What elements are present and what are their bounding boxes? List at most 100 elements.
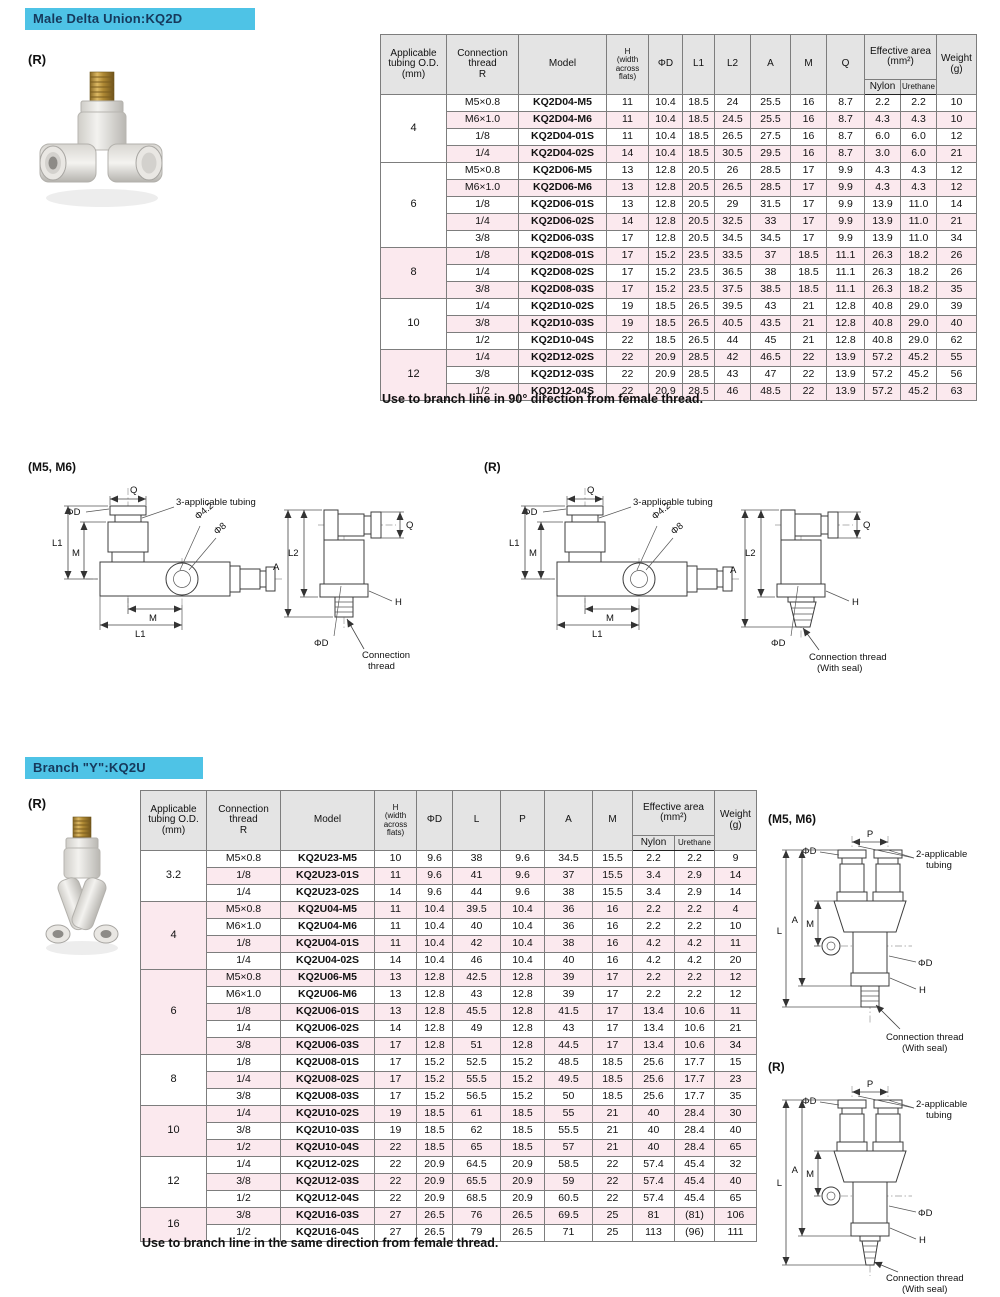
thread-value: 1/2 xyxy=(206,1139,281,1157)
variant-label-r-kq2u: (R) xyxy=(28,796,47,811)
dim-value: 57 xyxy=(544,1139,593,1157)
dim-value: 34.5 xyxy=(714,230,751,248)
model-value: KQ2D12-04S xyxy=(518,383,607,401)
model-value: KQ2D08-01S xyxy=(518,247,607,265)
kq2d-r-diagram: Q 3-applicable tubing ΦD L1 M Φ8 Φ4.2 M … xyxy=(509,485,887,674)
dim-value: 20.9 xyxy=(500,1156,545,1174)
dim-value: 18.5 xyxy=(648,332,683,350)
brass-thread xyxy=(72,816,92,840)
dim-value: 10.4 xyxy=(500,935,545,953)
dim-value: 18.5 xyxy=(790,264,827,282)
thread-value: 1/4 xyxy=(206,1071,281,1089)
dim-value: 29 xyxy=(714,196,751,214)
dim-value: 11.0 xyxy=(900,213,937,231)
dim-value: 8.7 xyxy=(826,111,865,129)
dim-value: 21 xyxy=(790,332,827,350)
thread-value: 1/2 xyxy=(446,332,519,350)
dim-value: 2.2 xyxy=(632,850,675,868)
dim-value: 30.5 xyxy=(714,145,751,163)
dim-value: 12.8 xyxy=(500,986,545,1004)
dim-value: 40 xyxy=(632,1105,675,1123)
dim-value: 22 xyxy=(374,1156,417,1174)
dim-value: 24 xyxy=(714,94,751,112)
dim-value: 37 xyxy=(750,247,791,265)
tubing-od-value: 8 xyxy=(140,1054,207,1106)
dim-value: 40.8 xyxy=(864,315,901,333)
dim-value: 13.4 xyxy=(632,1020,675,1038)
dim-value: 18.5 xyxy=(416,1139,453,1157)
col-header-weight: Weight (g) xyxy=(936,34,977,95)
model-value: KQ2D04-01S xyxy=(518,128,607,146)
dim-value: 45.2 xyxy=(900,383,937,401)
dim-value: 12.8 xyxy=(500,1020,545,1038)
dim-value: 28.4 xyxy=(674,1122,715,1140)
col-header-effective-area: Effective area (mm²) xyxy=(864,34,937,80)
thread-value: M6×1.0 xyxy=(206,918,281,936)
dim-value: 9.6 xyxy=(416,850,453,868)
dim-label-m-bottom: M xyxy=(149,613,157,624)
dim-value: 55.5 xyxy=(452,1071,501,1089)
dim-label-phid-side: ΦD xyxy=(314,638,329,649)
thread-value: 1/8 xyxy=(206,867,281,885)
tubing-od-value: 10 xyxy=(140,1105,207,1157)
dim-value: 32.5 xyxy=(714,213,751,231)
dim-value: 14 xyxy=(606,145,649,163)
dim-value: 10.4 xyxy=(648,145,683,163)
dim-value: 33 xyxy=(750,213,791,231)
dim-value: 26.5 xyxy=(416,1207,453,1225)
tubing-od-value: 4 xyxy=(380,94,447,163)
dim-value: 18.5 xyxy=(648,315,683,333)
dim-value: 12.8 xyxy=(416,969,453,987)
dim-value: 28.5 xyxy=(750,179,791,197)
dim-value: 69.5 xyxy=(544,1207,593,1225)
dim-value: 57.2 xyxy=(864,383,901,401)
dim-label-p: P xyxy=(867,829,873,840)
dimensions: P ΦD 2-applicable tubing M A L ΦD H Conn… xyxy=(777,829,968,1054)
dim-value: 68.5 xyxy=(452,1190,501,1208)
callout-connection-thread-1: Connection xyxy=(362,650,410,661)
dim-value: 50 xyxy=(544,1088,593,1106)
dim-value: 2.2 xyxy=(674,969,715,987)
dim-value: 48.5 xyxy=(544,1054,593,1072)
dim-value: 36.5 xyxy=(714,264,751,282)
thread-value: 1/8 xyxy=(206,935,281,953)
dim-value: 4.3 xyxy=(900,162,937,180)
dim-value: 42 xyxy=(452,935,501,953)
dim-value: 46 xyxy=(714,383,751,401)
col-header-m: M xyxy=(592,790,633,851)
kq2d-photo-art xyxy=(39,71,163,207)
dim-value: 11.1 xyxy=(826,281,865,299)
dim-value: 2.2 xyxy=(674,918,715,936)
model-value: KQ2D04-M6 xyxy=(518,111,607,129)
dim-value: 35 xyxy=(936,281,977,299)
callout-connection-thread: Connection thread xyxy=(886,1032,964,1043)
model-value: KQ2U12-02S xyxy=(280,1156,375,1174)
dim-value: 13 xyxy=(374,986,417,1004)
thread-value: 1/4 xyxy=(206,1020,281,1038)
col-header-l1: L1 xyxy=(682,34,715,95)
dim-value: 4.2 xyxy=(674,952,715,970)
dim-value: 12.8 xyxy=(500,1037,545,1055)
side-view-outline xyxy=(775,509,853,638)
dim-value: 18.5 xyxy=(790,281,827,299)
thread-value: 3/8 xyxy=(206,1122,281,1140)
thread-value: M5×0.8 xyxy=(206,850,281,868)
dim-value: 26.5 xyxy=(714,128,751,146)
thread-value: 3/8 xyxy=(206,1088,281,1106)
dim-value: 22 xyxy=(374,1173,417,1191)
dim-value: 18.2 xyxy=(900,264,937,282)
dim-value: 43 xyxy=(714,366,751,384)
dim-label-phi8: Φ8 xyxy=(212,521,229,538)
dim-value: 25.5 xyxy=(750,94,791,112)
dim-label-q: Q xyxy=(130,485,137,496)
col-header-q: Q xyxy=(826,34,865,95)
tubing-od-value: 16 xyxy=(140,1207,207,1242)
